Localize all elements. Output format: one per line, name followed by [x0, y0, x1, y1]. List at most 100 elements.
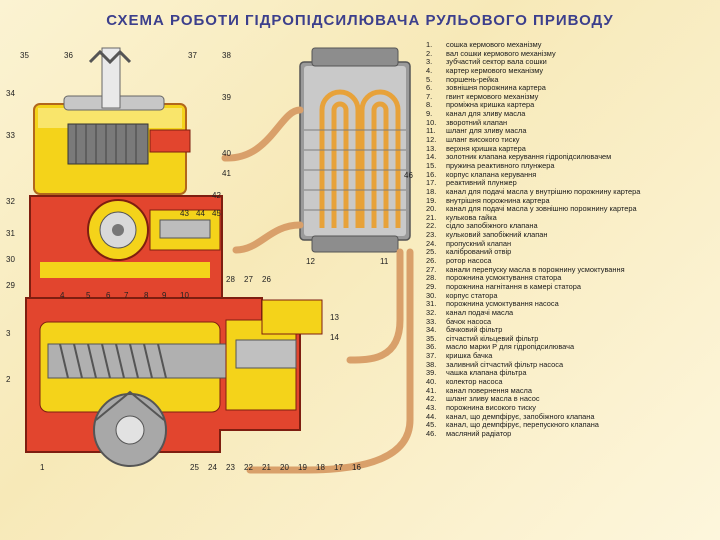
callout-44: 44	[196, 209, 205, 218]
callout-19: 19	[298, 463, 307, 472]
legend-text: канали перепуску масла в порожнину усмок…	[446, 265, 625, 274]
legend-item: 22. сідло запобіжного клапана	[426, 222, 718, 231]
callout-8: 8	[144, 291, 149, 300]
legend-number: 24.	[426, 238, 437, 248]
callout-6: 6	[106, 291, 111, 300]
legend-item: 25.калібрований отвір	[426, 248, 718, 257]
callout-32: 32	[6, 197, 15, 206]
legend-item: 37.кришка бачка	[426, 351, 718, 361]
legend-text: шланг для зливу масла	[446, 127, 527, 136]
legend-item: 45.канал, що демпфірує, перепускного кла…	[426, 421, 718, 430]
legend-number: 2.	[426, 48, 433, 58]
power-steering-diagram: 35 36 37 38 34 39 33 40 41 42 32 43 44 4…	[6, 47, 414, 474]
legend-text: канал для подачі масла у зовнішню порожн…	[446, 205, 637, 214]
legend-text: корпус статора	[446, 291, 498, 300]
legend-number: 6.	[426, 83, 433, 93]
legend-text: пружина реактивного плунжера	[446, 161, 555, 170]
legend-text: корпус клапана керування	[446, 170, 537, 179]
legend-text: канал, що демпфірує, запобіжного клапана	[446, 412, 595, 421]
legend-text: поршень-рейка	[446, 75, 499, 84]
legend-number: 20.	[426, 204, 437, 214]
page-title: СХЕМА РОБОТИ ГІДРОПІДСИЛЮВАЧА РУЛЬОВОГО …	[106, 12, 614, 29]
callout-28: 28	[226, 275, 235, 284]
legend-item: 20. канал для подачі масла у зовнішню пор…	[426, 205, 718, 214]
legend-item: 28.порожнина усмоктування статора	[426, 274, 718, 283]
legend-item: 19.внутрішня порожнина картера	[426, 195, 718, 206]
legend-item: 42. шланг зливу масла в насос	[426, 395, 718, 404]
legend-number: 33.	[426, 316, 437, 326]
legend-item: 30. корпус статора	[426, 290, 718, 301]
callout-46: 46	[404, 171, 413, 180]
legend-item: 2.вал сошки кермового механізму	[426, 48, 718, 59]
callout-1: 1	[40, 463, 45, 472]
legend-text: порожнина усмоктування насоса	[446, 300, 559, 309]
legend-number: 18.	[426, 186, 437, 196]
legend-number: 19.	[426, 195, 437, 205]
legend-number: 7.	[426, 91, 433, 101]
legend-text: масло марки Р для гідропідсилювача	[446, 343, 575, 352]
legend-item: 9. канал для зливу масла	[426, 109, 718, 119]
callout-31: 31	[6, 229, 15, 238]
callout-12: 12	[306, 257, 315, 266]
legend-number: 15.	[426, 160, 437, 170]
legend-text: зовнішня порожнина картера	[446, 84, 546, 93]
legend-number: 27.	[426, 264, 437, 274]
legend-text: проміжна кришка картера	[446, 101, 535, 110]
legend-text: золотник клапана керування гідропідсилюв…	[446, 153, 612, 162]
callout-45: 45	[212, 209, 221, 218]
legend-text: калібрований отвір	[446, 248, 512, 257]
legend-number: 21.	[426, 212, 437, 222]
legend-text: порожнина нагнітання в камері статора	[446, 282, 581, 291]
legend-text: канал для зливу масла	[446, 110, 526, 119]
legend-number: 3.	[426, 57, 433, 67]
callout-23: 23	[226, 463, 235, 472]
legend-text: шланг зливу масла в насос	[446, 395, 540, 404]
legend-number: 28.	[426, 273, 437, 283]
legend-text: ротор насоса	[446, 257, 492, 266]
legend-item: 36. масло марки Р для гідропідсилювача	[426, 343, 718, 352]
legend-number: 13.	[426, 143, 437, 153]
legend-number: 22.	[426, 221, 437, 231]
legend-item: 3.зубчастий сектор вала сошки	[426, 58, 718, 67]
legend-item: 1.сошка кермового механізму	[426, 40, 718, 50]
callout-14: 14	[330, 333, 339, 342]
oil-radiator	[299, 47, 411, 253]
legend-text: картер кермового механізму	[446, 66, 544, 75]
callout-36: 36	[64, 51, 73, 60]
legend-item: 35.сітчастий кільцевий фільтр	[426, 334, 718, 344]
callout-34: 34	[6, 89, 15, 98]
legend-text: сідло запобіжного клапана	[446, 222, 538, 231]
callout-13: 13	[330, 313, 339, 322]
callout-27: 27	[244, 275, 253, 284]
legend-item: 40.колектор насоса	[426, 377, 718, 387]
legend-item: 13. верхня кришка картера	[426, 143, 718, 154]
legend-item: 27. канали перепуску масла в порожнину ус…	[426, 264, 718, 275]
legend-number: 11.	[426, 126, 436, 136]
legend-item: 38.заливний сітчастий фільтр насоса	[426, 360, 718, 370]
callout-39: 39	[222, 93, 231, 102]
legend-text: зворотний клапан	[446, 118, 508, 127]
legend-item: 21.кулькова гайка	[426, 212, 718, 223]
callout-26: 26	[262, 275, 271, 284]
callout-38: 38	[222, 51, 231, 60]
legend-number: 12.	[426, 135, 437, 145]
legend-number: 30.	[426, 290, 437, 300]
legend-item: 31.порожнина усмоктування насоса	[426, 300, 718, 309]
legend-number: 9.	[426, 109, 433, 119]
legend-number: 36.	[426, 342, 437, 352]
legend-item: 33.бачок насоса	[426, 316, 718, 327]
legend-number: 46.	[426, 428, 437, 438]
callout-10: 10	[180, 291, 189, 300]
legend-text: верхня кришка картера	[446, 144, 526, 153]
legend-item: 5.поршень-рейка	[426, 75, 718, 85]
legend-text: кришка бачка	[446, 352, 493, 361]
legend-number: 32.	[426, 307, 437, 317]
callout-41: 41	[222, 169, 231, 178]
legend-item: 6. зовнішня порожнина картера	[426, 84, 718, 93]
legend-item: 34.бачковий фільтр	[426, 325, 718, 335]
legend-item: 7.гвинт кермового механізму	[426, 91, 718, 102]
legend-number: 42.	[426, 394, 437, 404]
callout-16: 16	[352, 463, 361, 472]
callout-18: 18	[316, 463, 325, 472]
legend-item: 46.масляний радіатор	[426, 428, 718, 439]
